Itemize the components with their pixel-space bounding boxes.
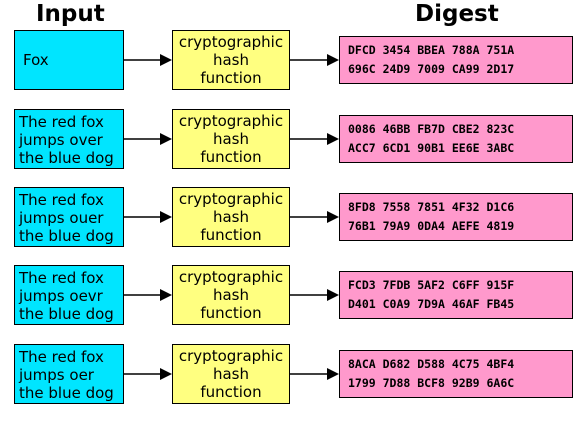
digest-heading: Digest (415, 1, 499, 27)
hash-row: The red fox jumps oer the blue dog crypt… (0, 344, 586, 406)
arrow-icon (124, 368, 172, 380)
arrow-icon (124, 211, 172, 223)
digest-box: 0086 46BB FB7D CBE2 823C ACC7 6CD1 90B1 … (339, 115, 573, 163)
hash-function-box: cryptographic hash function (172, 344, 290, 404)
arrow-icon (124, 133, 172, 145)
digest-box: DFCD 3454 BBEA 788A 751A 696C 24D9 7009 … (339, 36, 573, 84)
digest-box: 8FD8 7558 7851 4F32 D1C6 76B1 79A9 0DA4 … (339, 193, 573, 241)
input-box: Fox (14, 30, 124, 90)
arrow-icon (290, 368, 339, 380)
digest-box: FCD3 7FDB 5AF2 C6FF 915F D401 C0A9 7D9A … (339, 271, 573, 319)
arrow-icon (290, 133, 339, 145)
arrow-icon (124, 289, 172, 301)
arrow-icon (290, 211, 339, 223)
input-heading: Input (36, 1, 105, 27)
hash-row: The red fox jumps oevr the blue dog cryp… (0, 265, 586, 327)
hash-row: The red fox jumps ouer the blue dog cryp… (0, 187, 586, 249)
hash-function-box: cryptographic hash function (172, 265, 290, 325)
input-box: The red fox jumps over the blue dog (14, 109, 124, 169)
arrow-icon (290, 289, 339, 301)
hash-function-box: cryptographic hash function (172, 30, 290, 90)
input-box: The red fox jumps oer the blue dog (14, 344, 124, 404)
input-box: The red fox jumps ouer the blue dog (14, 187, 124, 247)
hash-row: The red fox jumps over the blue dog cryp… (0, 109, 586, 171)
input-box: The red fox jumps oevr the blue dog (14, 265, 124, 325)
hash-function-box: cryptographic hash function (172, 187, 290, 247)
digest-box: 8ACA D682 D588 4C75 4BF4 1799 7D88 BCF8 … (339, 350, 573, 398)
arrow-icon (124, 54, 172, 66)
hash-function-box: cryptographic hash function (172, 109, 290, 169)
hash-row: Fox cryptographic hash function DFCD 345… (0, 30, 586, 92)
arrow-icon (290, 54, 339, 66)
